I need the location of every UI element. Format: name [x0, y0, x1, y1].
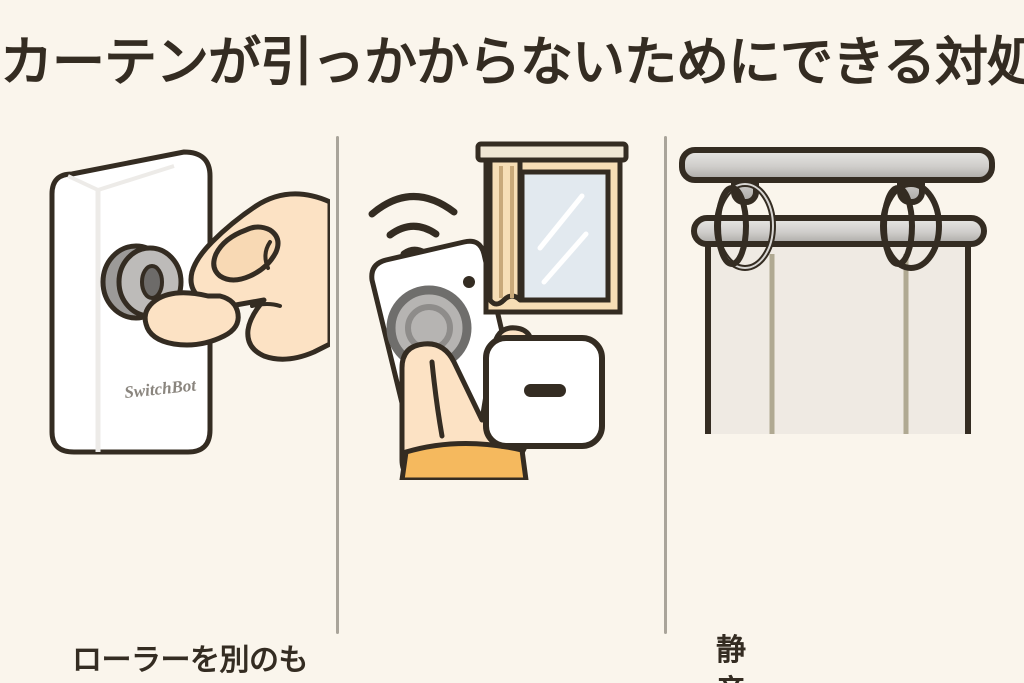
panel-1-illustration: SwitchBot: [24, 130, 330, 480]
sleeve-cuff: [399, 440, 529, 480]
panel-normal-mode: 静音モードではなく 通常モードで カーテンを駆動する: [344, 130, 746, 683]
curtain-folds: [769, 254, 909, 434]
panel-rail-replacement: カーテンレールの 交換を検討する: [672, 130, 1002, 480]
panel-1-caption: ローラーを別のもの 取り換える: [72, 644, 309, 677]
glass-shine: [537, 193, 589, 285]
panel-2-caption: 静音モードではなく 通常モードで カーテンを駆動する: [716, 634, 746, 683]
curtain-folds: [499, 166, 514, 298]
curtain-motor-device-icon: [483, 335, 605, 449]
hanging-curtain-icon: [705, 242, 971, 434]
phone-camera-dot: [463, 276, 475, 288]
panel-2-illustration: [344, 130, 658, 480]
curtain-rail-icon: [679, 147, 995, 183]
panel-roller-replacement: SwitchBot: [24, 130, 330, 677]
hand-pinching-roller-icon: [142, 191, 330, 362]
panel-divider-1: [336, 136, 339, 634]
page-title: カーテンが引っかからないためにできる対処法: [0, 33, 1024, 92]
panel-3-illustration: [672, 130, 1002, 480]
window-with-curtain-icon: [475, 141, 629, 315]
panel-divider-2: [664, 136, 667, 634]
device-slot: [524, 384, 566, 397]
